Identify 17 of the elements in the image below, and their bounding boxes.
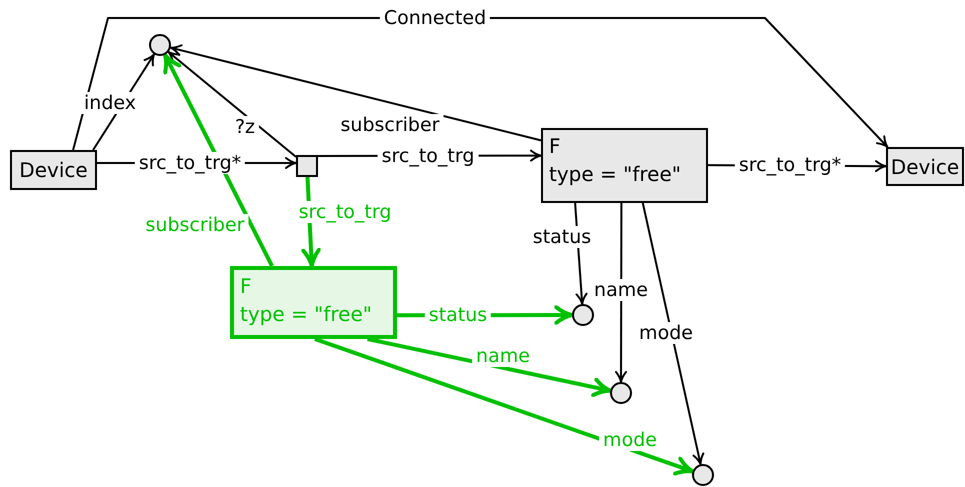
frame-title: F xyxy=(240,273,253,299)
frame-box xyxy=(230,266,397,339)
attribute-text: type = "free" xyxy=(240,301,373,327)
attribute-text: type = "free" xyxy=(549,161,682,187)
frame-box xyxy=(541,128,708,203)
edge-label: src_to_trg* xyxy=(134,152,246,174)
circle-node xyxy=(610,382,632,404)
circle-node xyxy=(692,464,714,486)
circle-node xyxy=(149,34,171,56)
edge-label: src_to_trg* xyxy=(734,154,846,176)
node-label: Device xyxy=(19,157,88,183)
node-label: Device xyxy=(890,154,960,180)
junction-square xyxy=(296,155,318,177)
device-box xyxy=(10,150,97,190)
frame-title: F xyxy=(549,133,562,159)
device-box xyxy=(886,147,964,186)
circle-node xyxy=(572,304,594,326)
